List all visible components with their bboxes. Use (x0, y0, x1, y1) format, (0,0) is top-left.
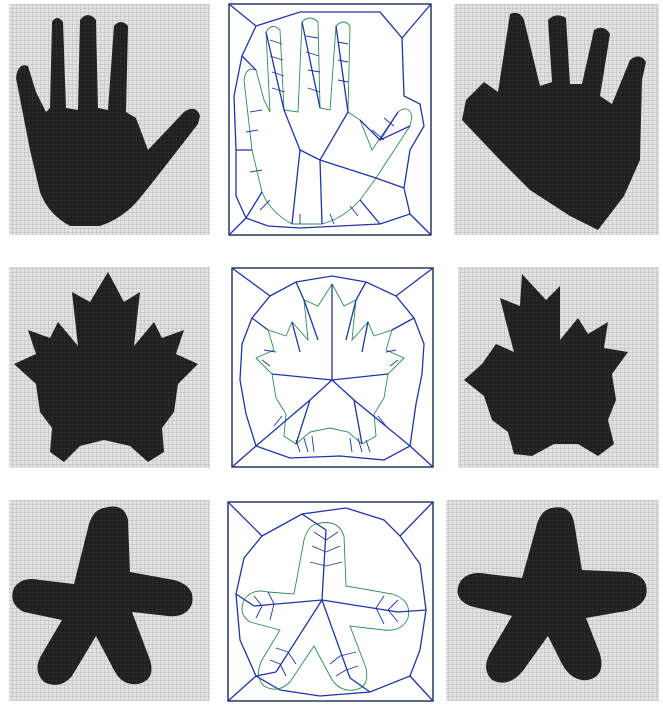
row-maple-leaf (9, 267, 659, 468)
leaf-shape-original-panel (9, 267, 210, 468)
leaf-skeleton-branches (252, 282, 414, 446)
hand-inner-contour (244, 18, 412, 224)
leaf-shape-rotated-panel (458, 267, 659, 468)
leaf-inner-contour (256, 284, 404, 444)
hand-skeleton-diagram (229, 4, 431, 235)
star-shape-original-panel (9, 500, 210, 701)
row-starfish (9, 500, 659, 701)
leaf-skeleton-diagram (232, 268, 433, 467)
hand-outer-boundary (234, 12, 424, 228)
hand-skeleton-ribs (246, 36, 394, 224)
row-hand (9, 4, 659, 235)
star-shape-rotated-panel (446, 500, 659, 701)
hand-skeleton-branches (236, 22, 410, 224)
hand-shape-original-panel (9, 4, 210, 235)
star-skeleton-branches (236, 514, 426, 692)
star-skeleton-diagram (228, 502, 433, 701)
leaf-skeleton-ribs (262, 350, 398, 452)
hand-shape-rotated-panel (454, 4, 659, 235)
